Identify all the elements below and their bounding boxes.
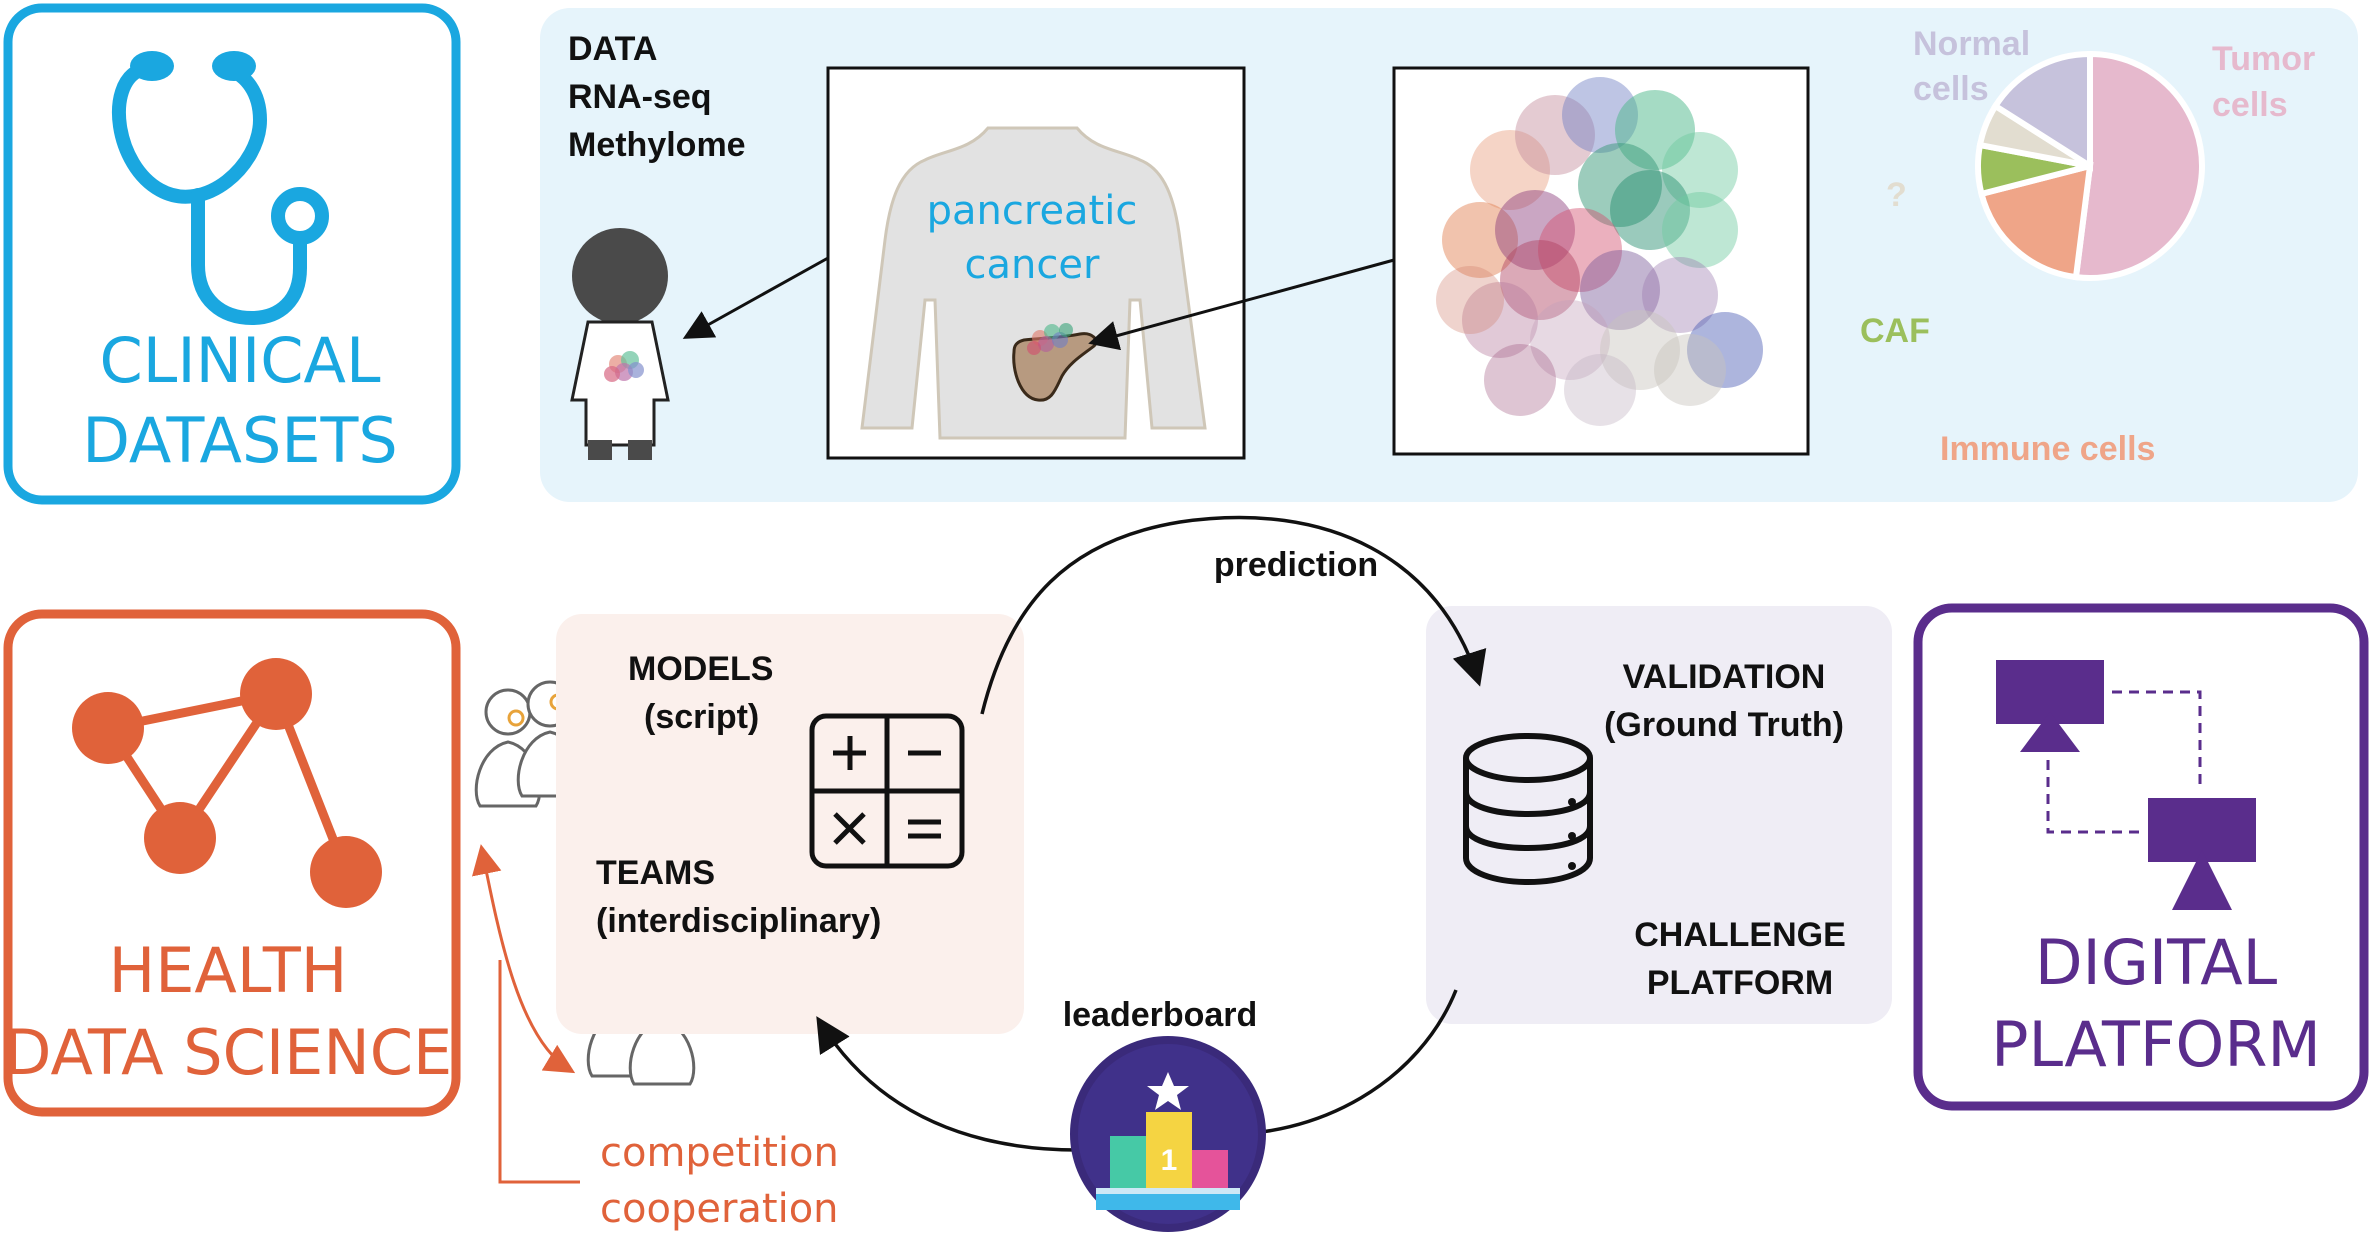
clinical-title-line2: DATASETS	[82, 404, 397, 477]
digital-title-line1: DIGITAL	[2035, 926, 2278, 999]
cooperation-label: cooperation	[600, 1186, 839, 1232]
podium-rank: 1	[1161, 1144, 1178, 1177]
cancer-label-line2: cancer	[965, 242, 1100, 288]
torso-to-patient-arrow	[682, 256, 829, 339]
pie-label-normal-2: cells	[1913, 70, 1989, 108]
validation-title: VALIDATION	[1623, 658, 1826, 696]
leaderboard-label: leaderboard	[1063, 996, 1258, 1034]
pie-slice-immune-cells	[1977, 161, 2094, 281]
pie-label-caf: CAF	[1860, 312, 1930, 350]
pie-label-tumor-2: cells	[2212, 86, 2288, 124]
leaderboard-podium-icon: 1	[1070, 1036, 1266, 1232]
rnaseq-label: RNA-seq	[568, 78, 712, 116]
clinical-datasets-box: CLINICAL DATASETS	[3, 3, 461, 505]
competition-label: competition	[600, 1130, 839, 1176]
digital-platform-box: DIGITAL PLATFORM	[1913, 603, 2369, 1111]
health-data-science-box: HEALTH DATA SCIENCE	[3, 609, 461, 1117]
cell-composition-pie: Normal cells Tumor cells ? CAF Immune ce…	[1860, 25, 2315, 468]
validation-subtitle: (Ground Truth)	[1604, 706, 1844, 744]
challenge-subtitle: PLATFORM	[1647, 964, 1833, 1002]
cells-panel	[1392, 66, 1810, 456]
pie-slice-normal-cells	[1991, 50, 2093, 172]
database-indicator-2	[1568, 832, 1576, 840]
prediction-arrow	[980, 515, 1487, 715]
health-title-line1: HEALTH	[109, 934, 348, 1007]
team-exchange-arrow	[471, 844, 576, 1074]
data-panel: DATA RNA-seq Methylome pancreatic cancer	[540, 8, 2358, 502]
pie-label-tumor-1: Tumor	[2212, 40, 2315, 78]
network-monitors-icon	[1996, 660, 2256, 910]
competition-bracket	[498, 960, 580, 1184]
prediction-label: prediction	[1214, 546, 1378, 584]
teams-title: TEAMS	[596, 854, 715, 892]
challenge-title: CHALLENGE	[1634, 916, 1846, 954]
cells-to-pancreas-arrow	[1088, 258, 1395, 351]
database-indicator-1	[1568, 798, 1576, 806]
pie-label-normal-1: Normal	[1913, 25, 2030, 63]
cell-cluster	[1436, 77, 1763, 426]
database-indicator-3	[1568, 862, 1576, 870]
challenge-platform-panel: VALIDATION (Ground Truth) CHALLENGE PLAT…	[1426, 606, 1892, 1024]
health-title-line2: DATA SCIENCE	[4, 1016, 452, 1089]
calculator-icon	[809, 713, 965, 869]
pie-label-unknown: ?	[1886, 176, 1907, 214]
pie-slice-tumor-cells	[2072, 50, 2205, 281]
cancer-label-line1: pancreatic	[927, 188, 1138, 234]
database-icon	[1463, 733, 1593, 886]
models-subtitle: (script)	[644, 698, 759, 736]
models-teams-panel: MODELS (script) TEAMS (interdisciplinary…	[556, 614, 1024, 1034]
patient-tumor-cluster	[604, 351, 644, 382]
pancreas-tumor-cluster	[1027, 323, 1073, 355]
teams-subtitle: (interdisciplinary)	[596, 902, 881, 940]
network-graph-icon	[72, 658, 382, 908]
digital-title-line2: PLATFORM	[1991, 1008, 2321, 1081]
stethoscope-earpiece-left	[130, 51, 174, 81]
stethoscope-earpiece-right	[212, 51, 256, 81]
torso-panel: pancreatic cancer	[826, 66, 1246, 460]
data-label: DATA	[568, 30, 657, 68]
models-title: MODELS	[628, 650, 773, 688]
patient-figure	[570, 228, 670, 460]
clinical-title-line1: CLINICAL	[99, 324, 380, 397]
pie-label-immune: Immune cells	[1940, 430, 2155, 468]
methylome-label: Methylome	[568, 126, 746, 164]
stethoscope-icon	[112, 63, 329, 326]
